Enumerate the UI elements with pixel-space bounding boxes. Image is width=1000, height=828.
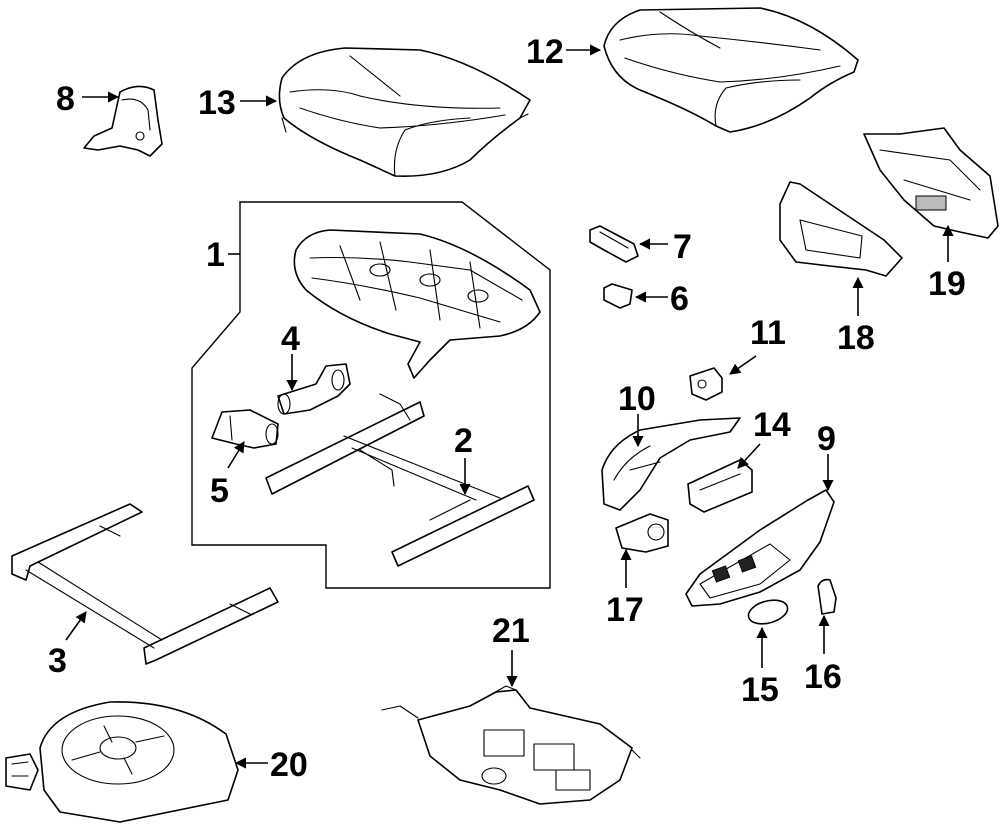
part-19-bracket[interactable] [863,127,999,239]
callout-8: 8 [56,80,75,118]
part-3-seat-track[interactable] [11,503,279,665]
callout-19: 19 [928,265,966,303]
callout-16: 16 [804,658,842,696]
callout-4: 4 [281,320,300,358]
callout-6: 6 [670,280,689,318]
callout-1: 1 [206,236,225,274]
callout-17: 17 [606,591,644,629]
part-5-motor[interactable] [211,409,279,449]
callout-15: 15 [741,671,779,709]
part-2-seat-track[interactable] [265,393,535,567]
callout-7: 7 [673,228,692,266]
part-12-seatback-cushion[interactable] [603,7,859,133]
callout-3: 3 [48,642,67,680]
part-21-base-plate[interactable] [381,685,641,805]
callout-14: 14 [753,406,791,444]
callout-18: 18 [837,319,875,357]
part-11-clip[interactable] [689,367,723,401]
leader-lines [65,44,954,769]
callout-5: 5 [210,472,229,510]
part-18-module[interactable] [779,181,903,277]
part-17-switch[interactable] [615,513,669,553]
callout-10: 10 [618,380,656,418]
part-6-clip[interactable] [603,283,633,309]
part-4-motor[interactable] [277,363,351,415]
assembly-group-outline [191,201,551,589]
callout-9: 9 [817,420,836,458]
part-7-clip[interactable] [589,225,639,263]
callout-labels: 1 2 3 4 5 6 7 8 9 10 11 12 13 14 15 16 1… [48,33,966,784]
part-8-bracket[interactable] [83,85,163,157]
callout-2: 2 [454,422,473,460]
part-15-knob[interactable] [746,596,790,628]
part-13-seat-cushion[interactable] [278,47,531,177]
callout-13: 13 [198,84,236,122]
part-20-blower[interactable] [5,701,239,823]
callout-20: 20 [270,746,308,784]
callout-12: 12 [526,33,564,71]
callout-21: 21 [492,612,530,650]
part-16-knob[interactable] [817,578,837,615]
part-14-switch[interactable] [687,459,753,513]
part-9-side-panel[interactable] [685,489,835,607]
callout-11: 11 [750,314,786,352]
part-1-seat-frame[interactable] [293,229,541,379]
